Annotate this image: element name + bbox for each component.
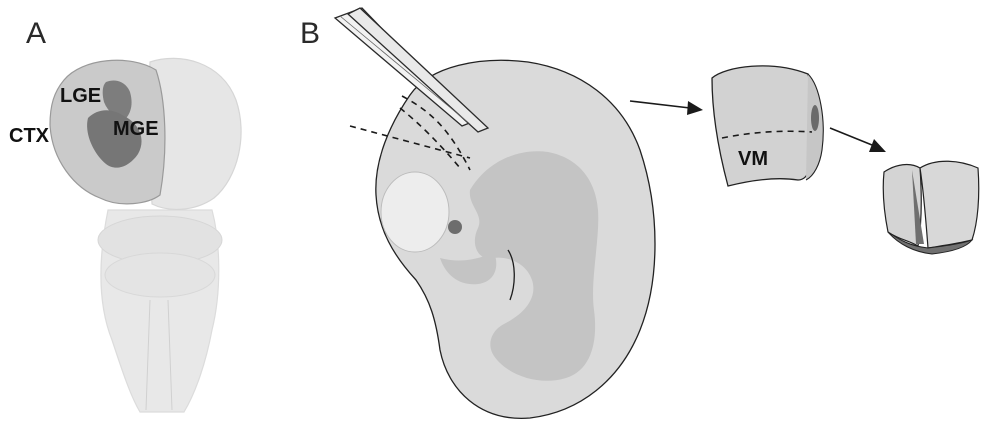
brainstem [98,210,222,412]
explant-block: VM [712,66,823,186]
mge-label: MGE [113,118,159,140]
ctx-label: CTX [9,125,50,147]
embryo-eye-region [381,172,449,252]
arrow-head-2 [869,139,886,152]
embryo-eye [448,220,462,234]
panel-b-letter: B [300,17,320,50]
panel-b: B VM [300,8,979,418]
lge-label: LGE [60,85,101,107]
arrow-to-explant [630,101,690,108]
embryo [376,60,655,418]
panel-a: A LGE MGE CTX [9,17,241,412]
vm-label: VM [738,148,768,170]
arrow-head-1 [687,101,703,115]
panel-a-letter: A [26,17,46,50]
opened-explant [883,161,979,254]
arrow-to-opened-explant [830,128,872,145]
